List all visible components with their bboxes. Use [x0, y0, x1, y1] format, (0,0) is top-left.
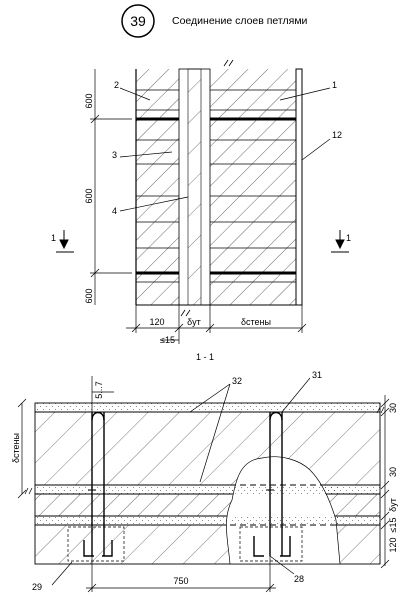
detail-badge-number: 39	[130, 13, 146, 29]
callout-31: 31	[312, 370, 322, 380]
detail-title: Соединение слоев петлями	[172, 15, 308, 27]
section-mark-right: 1	[346, 233, 351, 243]
dim-600-bottom: 600	[84, 288, 94, 303]
dim-600-top: 600	[84, 93, 94, 108]
detail-badge	[121, 4, 155, 38]
callout-12: 12	[332, 130, 342, 140]
dim-600-middle: 600	[84, 188, 94, 203]
section-view: 5...7 32 31 29 28 30 30 δут ≤15 120	[11, 370, 398, 593]
callout-32: 32	[232, 376, 242, 386]
dim-insulation: δут	[187, 317, 201, 327]
callout-3: 3	[112, 150, 117, 160]
dim-30-mid: 30	[388, 467, 398, 477]
dim-wall-section: δстены	[11, 433, 21, 463]
callout-2: 2	[114, 80, 119, 90]
dim-30-top: 30	[388, 403, 398, 413]
elevation-view: 600 600 600 120 δут δстены ≤15	[51, 59, 351, 345]
dim-750: 750	[173, 576, 188, 586]
dim-max-15-section: ≤15	[388, 518, 398, 533]
note-5-7: 5...7	[94, 381, 104, 399]
callout-28: 28	[294, 574, 304, 584]
dim-120-section: 120	[388, 537, 398, 552]
section-title: 1 - 1	[196, 352, 214, 362]
dim-max-15: ≤15	[160, 335, 175, 345]
dim-120: 120	[149, 317, 164, 327]
callout-1: 1	[332, 80, 337, 90]
dim-insulation-section: δут	[388, 498, 398, 512]
callout-4: 4	[112, 206, 117, 216]
callout-29: 29	[32, 582, 42, 592]
dim-wall: δстены	[241, 317, 271, 327]
section-mark-left: 1	[51, 233, 56, 243]
